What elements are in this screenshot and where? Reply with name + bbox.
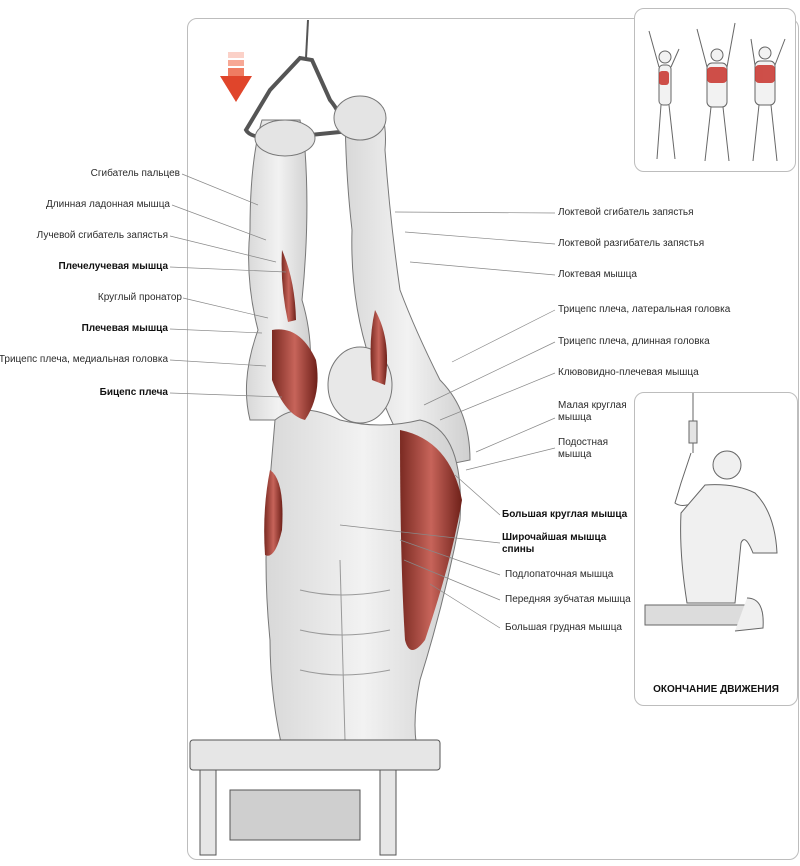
leader-lines-right [339, 211, 556, 629]
right-hand [333, 95, 387, 141]
label-coracobrachialis: Клювовидно-плечевая мышца [558, 367, 699, 378]
label-subscapularis: Подлопаточная мышца [505, 569, 614, 580]
label-finger-flexor: Сгибатель пальцев [90, 168, 180, 179]
label-pronator-teres: Круглый пронатор [97, 292, 182, 303]
label-triceps-long: Трицепс плеча, длинная головка [558, 336, 710, 347]
brachialis-right-muscle [370, 310, 388, 385]
label-biceps: Бицепс плеча [99, 387, 168, 398]
label-serratus-anterior: Передняя зубчатая мышца [505, 594, 631, 605]
label-teres-major: Большая круглая мышца [502, 509, 628, 520]
brachioradialis-muscle [281, 250, 296, 322]
label-anconeus: Локтевая мышца [558, 269, 637, 280]
label-triceps-lateral: Трицепс плеча, латеральная головка [558, 304, 731, 315]
muscle-map-inset [634, 8, 796, 172]
biceps-muscle [272, 329, 318, 420]
triceps-left-muscle [264, 470, 283, 556]
label-infraspinatus: Подостная мышца [558, 437, 609, 460]
label-teres-minor: Малая круглая мышца [558, 400, 627, 423]
label-palmaris-longus: Длинная ладонная мышца [46, 199, 170, 210]
left-hand [254, 119, 316, 157]
label-latissimus-dorsi: Широчайшая мышца спины [502, 532, 607, 555]
cable-handle [243, 19, 344, 140]
label-flexor-carpi-ulnaris: Локтевой сгибатель запястья [558, 207, 694, 218]
label-brachioradialis: Плечелучевая мышца [58, 261, 168, 272]
abs-lines [299, 559, 391, 741]
end-of-movement-inset: ОКОНЧАНИЕ ДВИЖЕНИЯ [634, 392, 798, 706]
end-of-movement-caption: ОКОНЧАНИЕ ДВИЖЕНИЯ [653, 684, 779, 695]
label-pectoralis-major: Большая грудная мышца [505, 622, 622, 633]
label-extensor-carpi-ulnaris: Локтевой разгибатель запястья [558, 238, 705, 249]
bench [189, 739, 441, 856]
label-brachialis: Плечевая мышца [81, 323, 168, 334]
leader-lines-left [169, 173, 287, 398]
latissimus-muscle [400, 430, 462, 650]
movement-arrow-icon [220, 52, 252, 102]
label-triceps-medial: Трицепс плеча, медиальная головка [0, 354, 168, 365]
label-flexor-carpi-radialis: Лучевой сгибатель запястья [36, 230, 168, 241]
